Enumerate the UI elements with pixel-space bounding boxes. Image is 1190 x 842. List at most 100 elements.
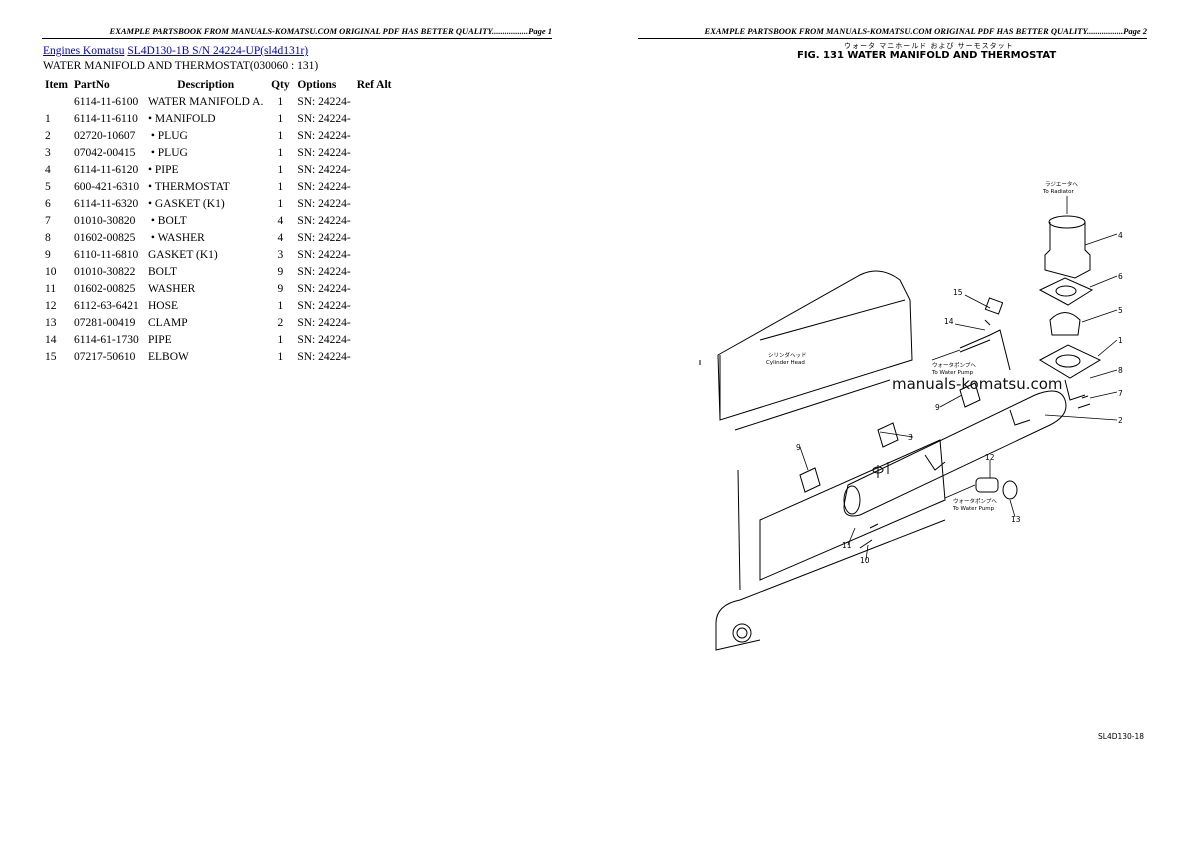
description-cell: • GASKET (K1) <box>148 197 225 210</box>
partno-cell: 6114-61-1730 <box>74 333 139 346</box>
note-cylinder-head: Cylinder Head <box>766 360 805 366</box>
figure-code: SL4D130-18 <box>1098 732 1145 741</box>
breadcrumb-link-engines[interactable]: Engines Komatsu <box>43 45 125 57</box>
qty-cell: 1 <box>277 180 284 193</box>
gasket-left <box>799 467 821 493</box>
options-cell: SN: 24224- <box>297 129 351 142</box>
item-cell: 3 <box>45 146 51 159</box>
partno-cell: 01010-30822 <box>74 265 136 278</box>
breadcrumb-link-model[interactable]: SL4D130-1B S/N 24224-UP(sl4d131r) <box>127 45 309 57</box>
item-cell: 1 <box>45 112 51 125</box>
description-cell: • PLUG <box>148 129 188 142</box>
partno-cell: 6114-11-6320 <box>74 197 139 210</box>
options-cell: SN: 24224- <box>297 299 351 312</box>
col-header-item: Item <box>45 78 68 91</box>
options-cell: SN: 24224- <box>297 282 351 295</box>
bolts <box>859 395 1091 549</box>
note-to-pump-jp-1: ウォータポンプへ <box>932 361 976 369</box>
partno-cell: 6114-11-6120 <box>74 163 139 176</box>
qty-cell: 9 <box>277 265 284 278</box>
options-cell: SN: 24224- <box>297 214 351 227</box>
gasket-middle <box>877 422 899 448</box>
options-cell: SN: 24224- <box>297 197 351 210</box>
item-cell: 12 <box>45 299 57 312</box>
partno-cell: 01602-00825 <box>74 282 136 295</box>
options-cell: SN: 24224- <box>297 350 351 363</box>
qty-cell: 1 <box>277 197 284 210</box>
col-header-qty: Qty <box>271 78 290 91</box>
callout-8: 8 <box>1118 366 1123 375</box>
table-header-row: Item PartNo Description Qty Options Ref … <box>42 76 400 93</box>
qty-cell: 1 <box>277 95 284 108</box>
callout-11: 11 <box>842 541 852 550</box>
partno-cell: 07042-00415 <box>74 146 136 159</box>
figure-title: FIG. 131 WATER MANIFOLD AND THERMOSTAT <box>797 50 1057 61</box>
gasket-right <box>959 382 981 408</box>
figure-title-jp: ウォータ マニホールド および サーモスタット <box>844 42 1014 50</box>
item-cell: 9 <box>45 248 51 261</box>
description-cell: • THERMOSTAT <box>148 180 230 193</box>
description-cell: GASKET (K1) <box>148 248 218 261</box>
col-header-options: Options <box>297 78 337 91</box>
partno-cell: 07217-50610 <box>74 350 136 363</box>
callout-5: 5 <box>1118 306 1123 315</box>
parts-table: Item PartNo Description Qty Options Ref … <box>42 76 400 365</box>
item-cell: 5 <box>45 180 51 193</box>
group-title: WATER MANIFOLD AND THERMOSTAT(030060 : 1… <box>43 60 319 72</box>
breadcrumb: Engines Komatsu SL4D130-1B S/N 24224-UP(… <box>43 45 308 57</box>
item-cell: 6 <box>45 197 51 210</box>
options-cell: SN: 24224- <box>297 146 351 159</box>
qty-cell: 1 <box>277 146 284 159</box>
options-cell: SN: 24224- <box>297 163 351 176</box>
col-header-ref-alt: Ref Alt <box>356 78 392 91</box>
description-cell: PIPE <box>148 333 172 346</box>
options-cell: SN: 24224- <box>297 180 351 193</box>
item-cell: 10 <box>45 265 57 278</box>
qty-cell: 1 <box>277 299 284 312</box>
partno-cell: 6112-63-6421 <box>74 299 139 312</box>
description-cell: • PLUG <box>148 146 188 159</box>
qty-cell: 4 <box>277 231 284 244</box>
watermark: manuals-komatsu.com <box>892 375 1063 393</box>
partno-cell: 6114-11-6110 <box>74 112 138 125</box>
note-to-radiator-jp: ラジエータへ <box>1045 180 1078 188</box>
item-cell: 13 <box>45 316 57 329</box>
partno-cell: 02720-10607 <box>74 129 136 142</box>
col-header-description: Description <box>177 78 235 91</box>
description-cell: • WASHER <box>148 231 205 244</box>
partno-cell: 6110-11-6810 <box>74 248 139 261</box>
note-to-pump-jp-2: ウォータポンプへ <box>953 497 997 505</box>
item-cell: 7 <box>45 214 51 227</box>
description-cell: WASHER <box>148 282 196 295</box>
description-cell: WATER MANIFOLD A. <box>148 95 264 108</box>
description-cell: CLAMP <box>148 316 188 329</box>
options-cell: SN: 24224- <box>297 333 351 346</box>
callout-15: 15 <box>953 288 963 297</box>
options-cell: SN: 24224- <box>297 112 351 125</box>
item-cell: 8 <box>45 231 51 244</box>
callout-13: 13 <box>1011 515 1021 524</box>
qty-cell: 3 <box>277 248 284 261</box>
partno-cell: 01602-00825 <box>74 231 136 244</box>
partno-cell: 07281-00419 <box>74 316 136 329</box>
item-cell: 14 <box>45 333 57 346</box>
callout-12: 12 <box>985 453 995 462</box>
arrow-to-pump <box>944 484 976 499</box>
item-cell: 11 <box>45 282 57 295</box>
partno-cell: 01010-30820 <box>74 214 136 227</box>
description-cell: • PIPE <box>148 163 179 176</box>
options-cell: SN: 24224- <box>297 248 351 261</box>
table-row: 6 6114-11-6320 • GASKET (K1) 1 SN: 24224- <box>42 195 400 212</box>
options-cell: SN: 24224- <box>297 316 351 329</box>
callout-9b: 9 <box>796 443 801 452</box>
options-cell: SN: 24224- <box>297 95 351 108</box>
